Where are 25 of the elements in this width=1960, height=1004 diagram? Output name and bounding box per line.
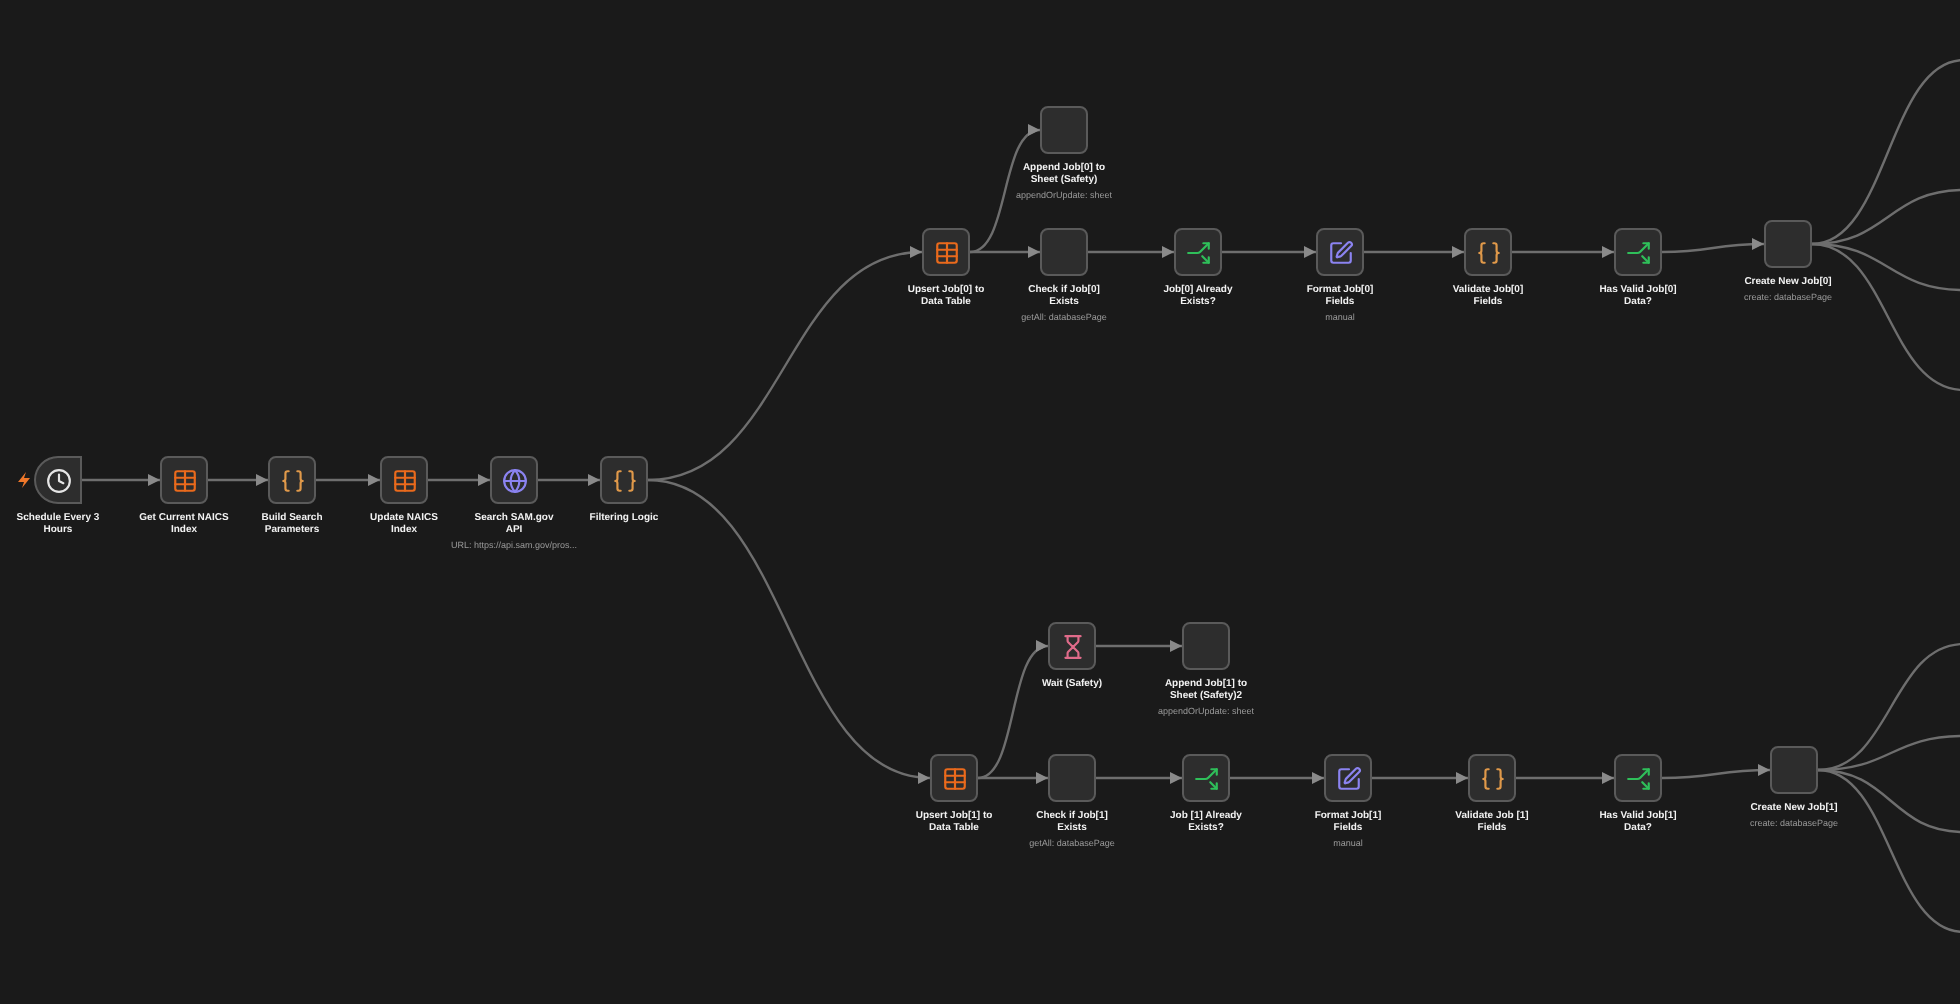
connector xyxy=(978,772,1048,784)
connector xyxy=(428,474,490,486)
connector xyxy=(1811,242,1960,392)
connector xyxy=(1230,772,1324,784)
connector xyxy=(1096,640,1182,652)
connector xyxy=(316,474,380,486)
connector xyxy=(1512,246,1614,258)
connector xyxy=(1222,246,1316,258)
connector xyxy=(1364,246,1464,258)
connector xyxy=(1088,246,1174,258)
connector xyxy=(1817,768,1960,934)
connector xyxy=(208,474,268,486)
connector xyxy=(82,474,160,486)
connector xyxy=(1096,772,1182,784)
connector xyxy=(969,127,1041,254)
connector xyxy=(970,246,1040,258)
connector xyxy=(1817,642,1960,772)
connector xyxy=(1516,772,1614,784)
connector xyxy=(1372,772,1468,784)
connector xyxy=(1662,238,1764,254)
connector xyxy=(977,643,1049,780)
connector xyxy=(1662,764,1770,780)
connector xyxy=(538,474,600,486)
connector xyxy=(647,478,931,782)
connector xyxy=(1811,58,1960,246)
